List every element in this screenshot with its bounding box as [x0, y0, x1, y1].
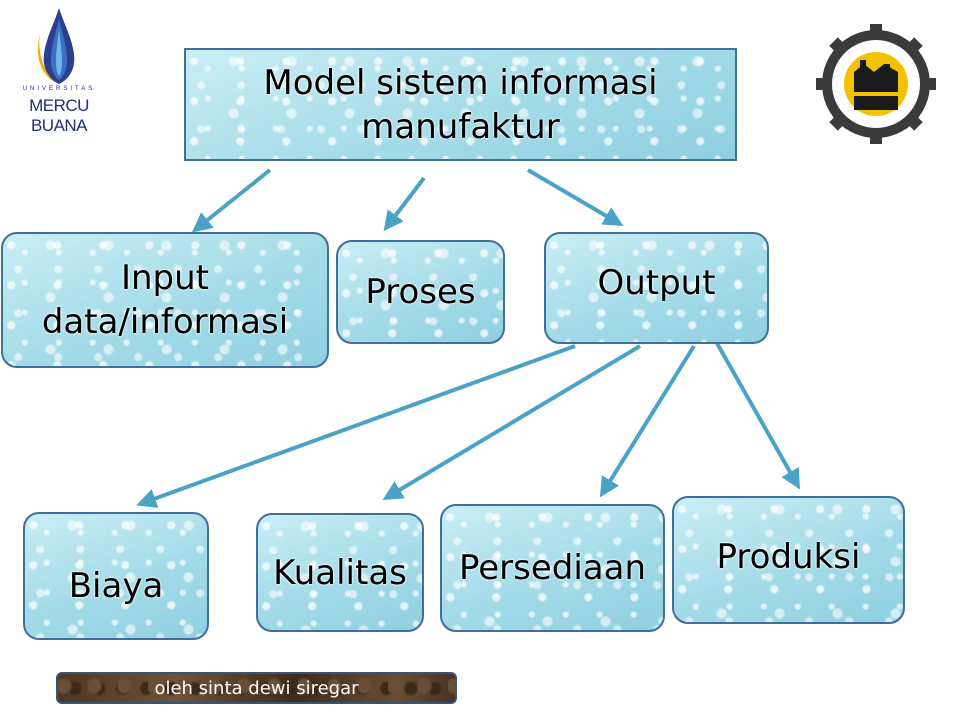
biaya-node-label: Biaya — [68, 566, 164, 606]
arrow-title-to-input — [191, 168, 272, 233]
title-box: Model sistem informasi manufaktur — [184, 48, 737, 161]
imti-logo — [814, 22, 938, 146]
arrow-output-to-biaya — [136, 344, 576, 508]
output-node: Output — [544, 232, 769, 344]
input-node-label: Input data/informasi — [41, 258, 289, 342]
arrow-output-to-produksi — [712, 337, 800, 490]
arrow-output-to-kualitas — [382, 344, 642, 501]
logo-name-label: MERCU BUANA — [29, 96, 89, 135]
persediaan-node-label: Persediaan — [458, 548, 647, 588]
arrow-title-to-output — [526, 168, 624, 227]
logo-univ-label: UNIVERSITAS — [22, 86, 96, 92]
biaya-node: Biaya — [23, 512, 209, 640]
arrow-title-to-proses — [383, 176, 426, 232]
output-node-label: Output — [597, 263, 716, 303]
proses-node: Proses — [336, 240, 505, 344]
kualitas-node-label: Kualitas — [273, 552, 407, 593]
imti-gear-emblem-icon — [816, 24, 936, 144]
persediaan-node: Persediaan — [440, 504, 665, 632]
author-label: oleh sinta dewi siregar — [154, 677, 359, 699]
diagram-title: Model sistem informasi manufaktur — [263, 62, 658, 147]
proses-node-label: Proses — [365, 272, 476, 312]
arrow-output-to-persediaan — [599, 344, 696, 498]
mercu-buana-emblem-icon — [37, 8, 75, 84]
author-footer: oleh sinta dewi siregar — [56, 672, 457, 704]
input-node: Input data/informasi — [1, 232, 329, 368]
kualitas-node: Kualitas — [256, 513, 424, 632]
produksi-node-label: Produksi — [716, 537, 861, 577]
mercu-buana-logo: UNIVERSITAS MERCU BUANA — [4, 4, 114, 135]
produksi-node: Produksi — [672, 496, 905, 624]
